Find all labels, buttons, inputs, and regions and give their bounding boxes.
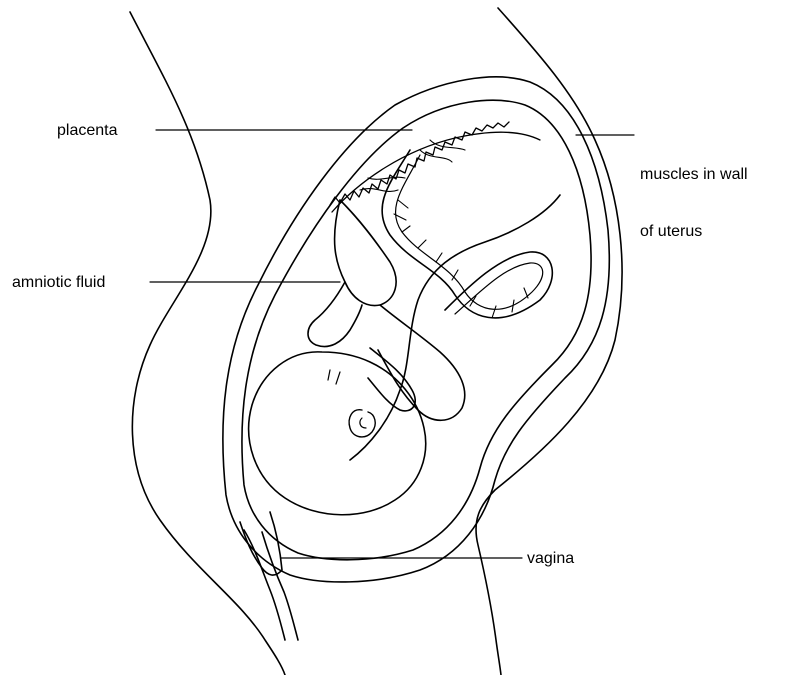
fetus-foot bbox=[308, 282, 362, 347]
uterus-outer-wall bbox=[223, 77, 610, 582]
mother-belly-contour bbox=[476, 8, 622, 675]
uterus-inner-wall bbox=[242, 100, 591, 560]
fetus-face-detail bbox=[328, 370, 340, 384]
label-muscles-line-2: of uterus bbox=[640, 222, 748, 241]
vagina-canal bbox=[244, 530, 298, 640]
umbilical-cord-inner bbox=[395, 155, 542, 314]
mother-back-contour bbox=[130, 12, 285, 675]
fetus-leg-upper bbox=[335, 200, 397, 306]
label-muscles-line-1: muscles in wall bbox=[640, 165, 748, 184]
label-amniotic-fluid: amniotic fluid bbox=[12, 273, 105, 292]
label-vagina: vagina bbox=[527, 549, 574, 568]
fetus-ear-inner bbox=[360, 418, 366, 428]
fetus-back bbox=[350, 195, 560, 460]
fetus-head bbox=[249, 352, 426, 515]
fetus-ear bbox=[349, 410, 375, 437]
placenta-serrated-edge bbox=[330, 122, 509, 205]
umbilical-cord bbox=[382, 150, 552, 318]
label-muscles-in-wall-of-uterus: muscles in wall of uterus bbox=[640, 127, 748, 279]
label-placenta: placenta bbox=[57, 121, 118, 140]
